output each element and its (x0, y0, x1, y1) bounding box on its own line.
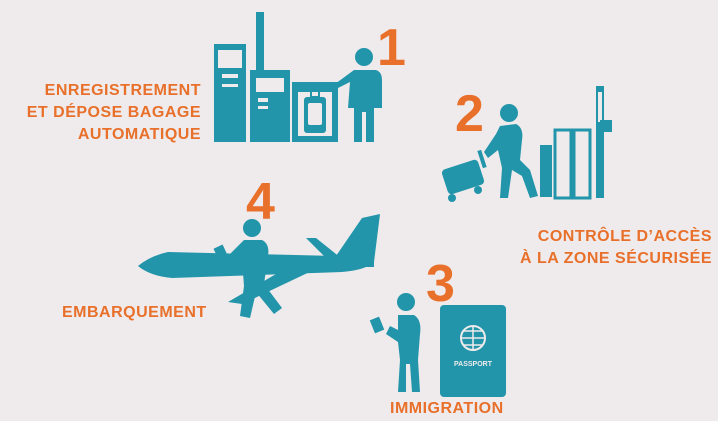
person-boarding-icon (213, 219, 282, 318)
traveler-with-suitcase-icon (441, 104, 538, 202)
step-label-2: CONTRÔLE D’ACCÈS À LA ZONE SÉCURISÉE (520, 226, 712, 270)
passport-label: PASSPORT (454, 361, 493, 368)
step-label-3: IMMIGRATION (390, 398, 504, 420)
label-line: ET DÉPOSE BAGAGE (26, 104, 201, 121)
person-step1-icon (335, 48, 382, 142)
label-line: ENREGISTREMENT (44, 82, 201, 99)
security-gate-icon (540, 86, 612, 200)
step-number-3: 3 (426, 255, 455, 313)
step-number-4: 4 (246, 173, 275, 231)
label-line: À LA ZONE SÉCURISÉE (519, 250, 712, 267)
step-label-1: ENREGISTREMENT ET DÉPOSE BAGAGE AUTOMATI… (27, 80, 201, 146)
step-label-4: EMBARQUEMENT (62, 302, 207, 324)
self-service-kiosk-icon (214, 12, 338, 142)
label-line: EMBARQUEMENT (62, 304, 207, 321)
label-line: IMMIGRATION (390, 400, 504, 417)
label-line: CONTRÔLE D’ACCÈS (537, 228, 712, 245)
person-immigration-icon (369, 293, 421, 392)
passport-icon (440, 305, 506, 397)
step-number-2: 2 (455, 85, 484, 143)
step-number-1: 1 (377, 19, 406, 77)
label-line: AUTOMATIQUE (77, 126, 201, 143)
